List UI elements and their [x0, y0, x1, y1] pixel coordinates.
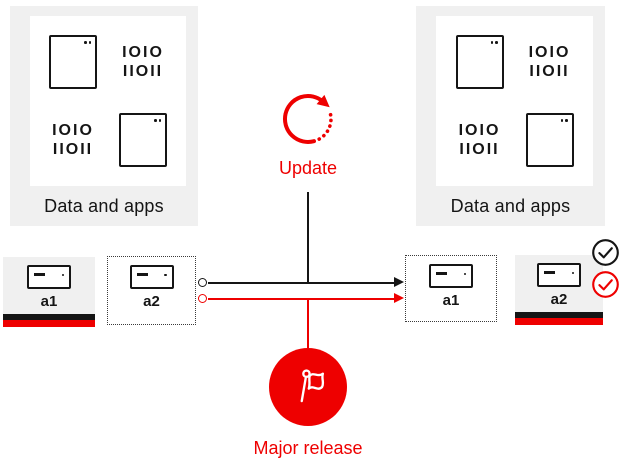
update-label: Update	[278, 158, 338, 178]
update-connector-line	[307, 192, 309, 283]
app-instance-icon	[537, 263, 581, 287]
platform-stripe-black	[515, 312, 603, 318]
app-box-a2-target: a2	[515, 255, 603, 325]
binary-row: IOIO	[122, 44, 164, 61]
connector-dot-icon	[198, 294, 207, 303]
app-window-icon	[119, 113, 167, 167]
app-instance-icon	[429, 264, 473, 288]
checkmark-circle-icon-red	[592, 271, 619, 298]
source-data-apps-card: IOIO IIOII IOIO IIOII	[30, 16, 186, 186]
app-box-a1-target: a1	[405, 255, 497, 322]
source-data-apps-panel: IOIO IIOII IOIO IIOII Data and apps	[10, 6, 198, 226]
platform-stripe-red	[515, 318, 603, 325]
major-release-arrowhead-icon	[394, 293, 404, 303]
binary-row: IOIO	[528, 44, 571, 61]
window-dots-icon	[84, 41, 91, 44]
app-box-a1-source: a1	[3, 257, 95, 327]
window-dots-icon	[560, 119, 568, 122]
app-window-icon	[49, 35, 97, 89]
update-path-line	[208, 282, 395, 284]
binary-data-icon: IOIO IIOII	[52, 121, 94, 159]
major-release-connector-line	[307, 299, 309, 348]
app-box-label: a1	[40, 293, 58, 310]
major-release-label: Major release	[253, 438, 363, 458]
binary-row: IOIO	[52, 122, 94, 139]
app-box-label: a1	[442, 292, 460, 309]
target-data-apps-panel: IOIO IIOII IOIO IIOII Data and apps	[416, 6, 605, 226]
app-box-label: a2	[143, 293, 160, 310]
app-instance-icon	[129, 265, 174, 289]
platform-stripe-red	[3, 320, 95, 327]
panel-label: Data and apps	[44, 195, 164, 216]
binary-row: IIOII	[529, 63, 570, 80]
checkmark-circle-icon-black	[592, 239, 619, 266]
update-arrowhead-icon	[394, 277, 404, 287]
connector-dot-icon	[198, 278, 207, 287]
binary-row: IOIO	[458, 122, 501, 139]
window-dots-icon	[154, 119, 161, 122]
app-box-label: a2	[550, 291, 568, 308]
platform-stripe-black	[3, 314, 95, 320]
flag-icon	[300, 369, 325, 403]
binary-row: IIOII	[459, 141, 500, 158]
binary-row: IIOII	[52, 141, 94, 158]
app-box-a2-source: a2	[107, 256, 196, 325]
target-data-apps-card: IOIO IIOII IOIO IIOII	[436, 16, 593, 186]
binary-data-icon: IOIO IIOII	[529, 43, 571, 81]
panel-label: Data and apps	[450, 195, 571, 216]
update-cycle-icon	[283, 93, 333, 144]
binary-data-icon: IOIO IIOII	[122, 43, 164, 81]
app-window-icon	[525, 113, 574, 167]
app-instance-icon	[27, 265, 71, 289]
binary-row: IIOII	[122, 63, 164, 80]
major-release-badge	[269, 348, 347, 426]
window-dots-icon	[490, 41, 498, 44]
binary-data-icon: IOIO IIOII	[459, 121, 501, 159]
major-release-path-line	[208, 298, 395, 300]
app-window-icon	[455, 35, 504, 89]
